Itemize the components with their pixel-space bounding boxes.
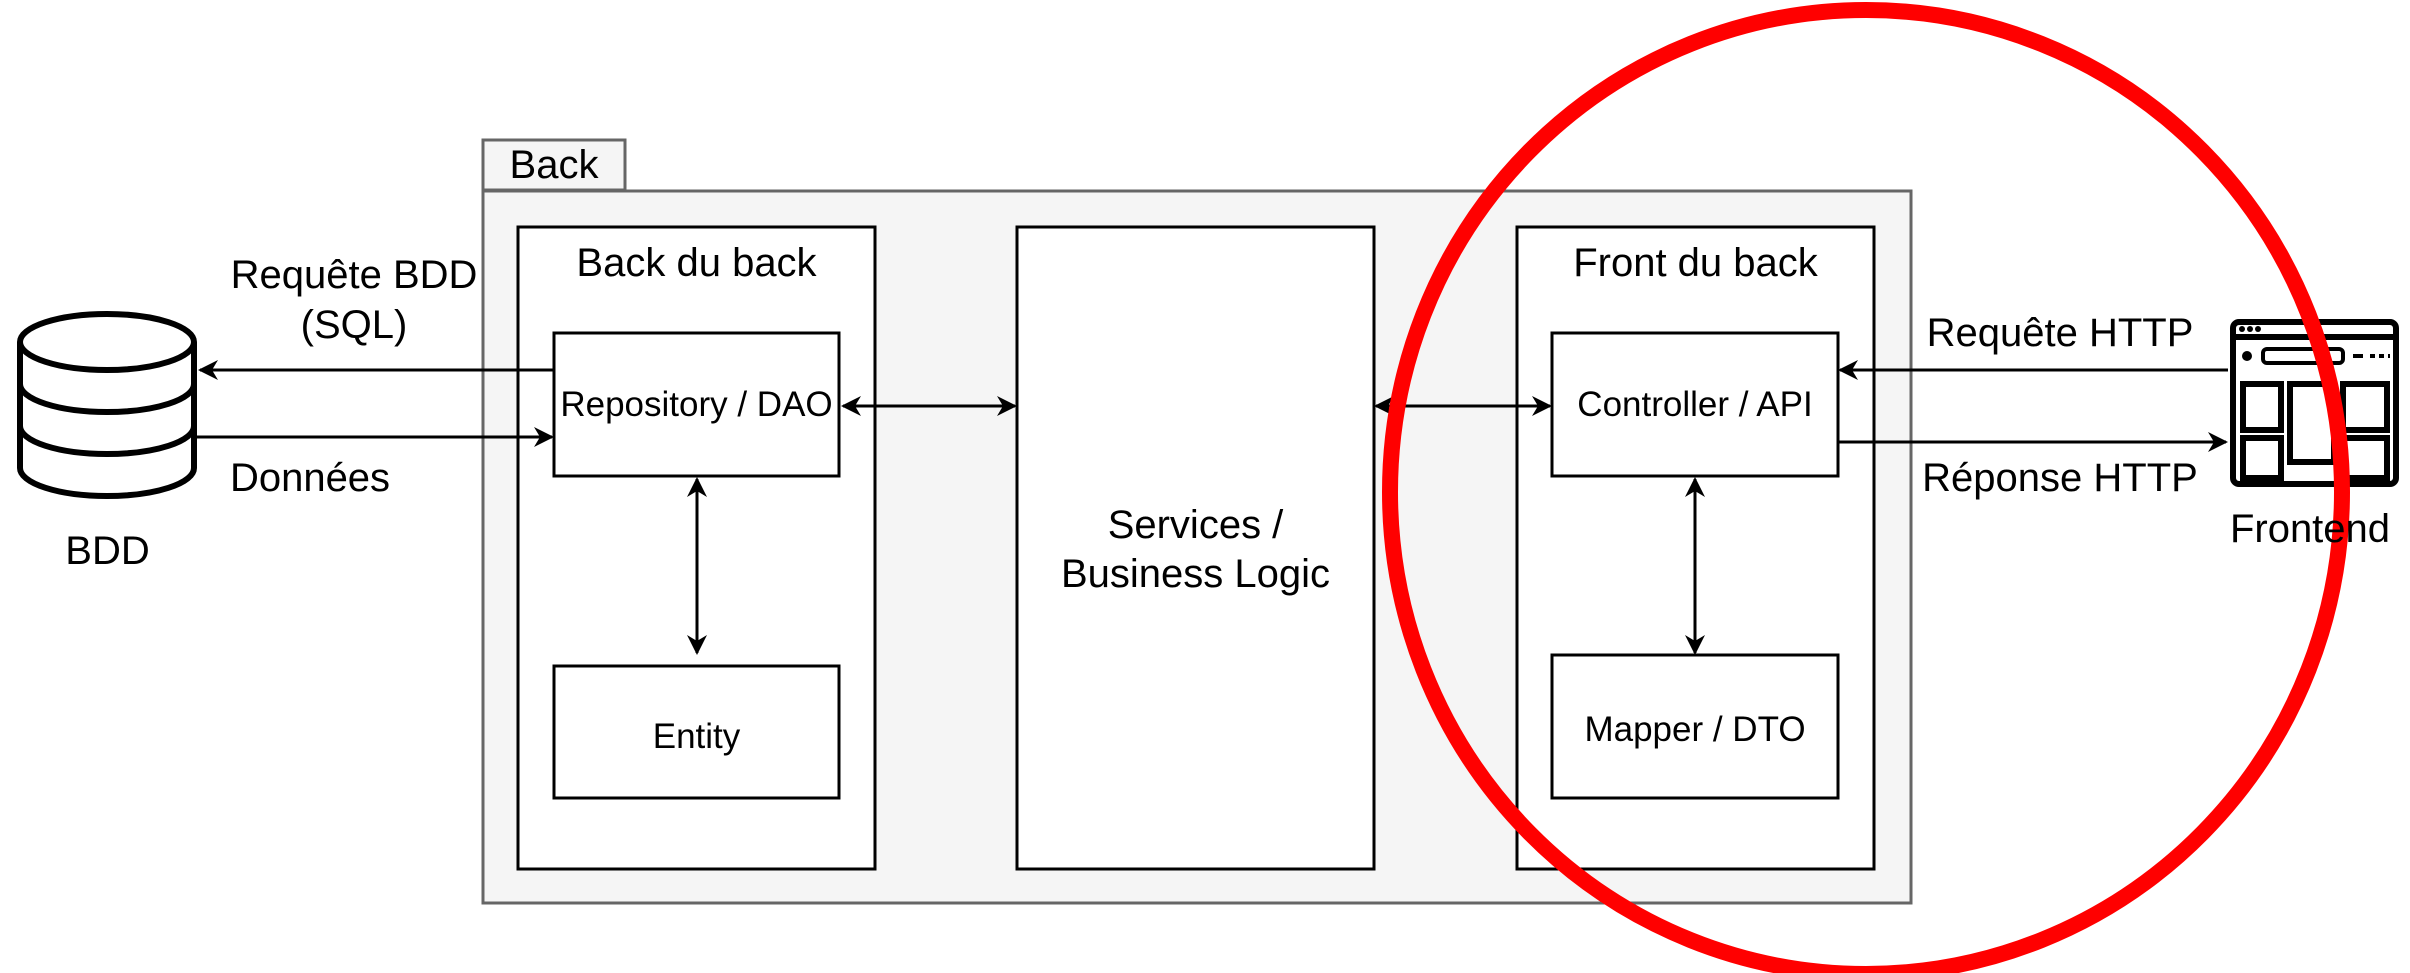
services-label-line1: Services / [1107, 503, 1284, 547]
entity-label: Entity [652, 717, 741, 756]
controller-api-box [1550, 331, 1840, 478]
sql-request-label-line2: (SQL) [300, 303, 408, 347]
repository-dao-box [552, 331, 841, 478]
mapper-dto-label: Mapper / DTO [1584, 710, 1806, 749]
back-tab-label: Back [509, 143, 599, 187]
sql-request-label-line1: Requête BDD [230, 253, 478, 297]
database-label: BDD [65, 529, 150, 573]
frontend-label: Frontend [2229, 507, 2391, 551]
services-box [1015, 225, 1376, 871]
mapper-dto-box [1550, 653, 1840, 800]
entity-box [552, 664, 841, 800]
database-icon [17, 311, 197, 499]
front-du-back-title: Front du back [1573, 241, 1818, 285]
data-label: Données [229, 456, 391, 500]
browser-dots-icon [2239, 326, 2261, 332]
back-du-back-title: Back du back [576, 241, 817, 285]
repository-dao-label: Repository / DAO [560, 385, 833, 424]
http-request-label: Requête HTTP [1926, 311, 2194, 355]
highlight-circle [1382, 2, 2350, 973]
services-label-line2: Business Logic [1060, 552, 1331, 596]
controller-api-label: Controller / API [1577, 385, 1813, 424]
http-response-label: Réponse HTTP [1922, 456, 2198, 500]
